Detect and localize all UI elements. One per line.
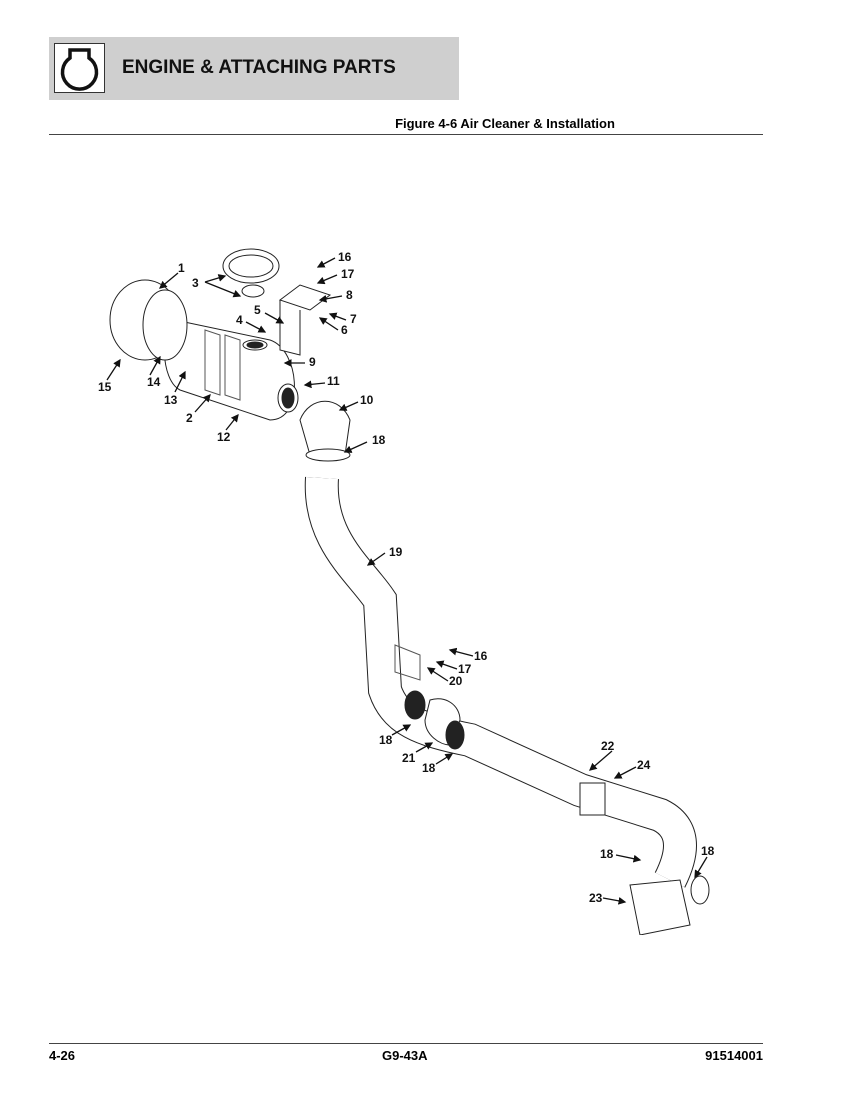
leader-arrows <box>106 257 708 905</box>
callout-24: 24 <box>637 758 651 772</box>
callout-18: 18 <box>422 761 436 775</box>
callout-14: 14 <box>147 375 161 389</box>
callout-18: 18 <box>600 847 614 861</box>
callout-17: 17 <box>458 662 472 676</box>
section-header: ENGINE & ATTACHING PARTS <box>49 37 459 100</box>
callout-6: 6 <box>341 323 348 337</box>
elbow-hose <box>299 400 351 456</box>
footer-divider <box>49 1043 763 1044</box>
page-number: 4-26 <box>49 1048 76 1063</box>
air-cleaner-diagram: 1 3 16 17 8 7 6 5 4 9 11 10 18 15 14 13 … <box>98 248 715 935</box>
callout-labels: 1 3 16 17 8 7 6 5 4 9 11 10 18 15 14 13 … <box>98 250 715 905</box>
model-number: G9-43A <box>382 1048 428 1063</box>
callout-15: 15 <box>98 380 112 394</box>
callout-8: 8 <box>346 288 353 302</box>
callout-21: 21 <box>402 751 416 765</box>
callout-7: 7 <box>350 312 357 326</box>
document-number: 91514001 <box>705 1048 763 1063</box>
callout-3: 3 <box>192 276 199 290</box>
callout-16: 16 <box>474 649 488 663</box>
callout-19: 19 <box>389 545 403 559</box>
callout-18: 18 <box>379 733 393 747</box>
callout-4: 4 <box>236 313 243 327</box>
figure-title: Figure 4-6 Air Cleaner & Installation <box>395 116 615 131</box>
callout-16: 16 <box>338 250 352 264</box>
precleaner-cap <box>222 248 280 284</box>
callout-20: 20 <box>449 674 463 688</box>
callout-2: 2 <box>186 411 193 425</box>
callout-13: 13 <box>164 393 178 407</box>
callout-17: 17 <box>341 267 355 281</box>
callout-23: 23 <box>589 891 603 905</box>
callout-18: 18 <box>701 844 715 858</box>
header-divider <box>49 134 763 135</box>
callout-1: 1 <box>178 261 185 275</box>
callout-12: 12 <box>217 430 231 444</box>
callout-18: 18 <box>372 433 386 447</box>
callout-22: 22 <box>601 739 615 753</box>
engine-section-icon <box>54 43 105 93</box>
callout-5: 5 <box>254 303 261 317</box>
outlet-housing <box>629 879 691 935</box>
callout-9: 9 <box>309 355 316 369</box>
callout-11: 11 <box>327 374 340 388</box>
section-title: ENGINE & ATTACHING PARTS <box>122 57 396 78</box>
callout-10: 10 <box>360 393 374 407</box>
mounting-bracket <box>278 284 332 356</box>
